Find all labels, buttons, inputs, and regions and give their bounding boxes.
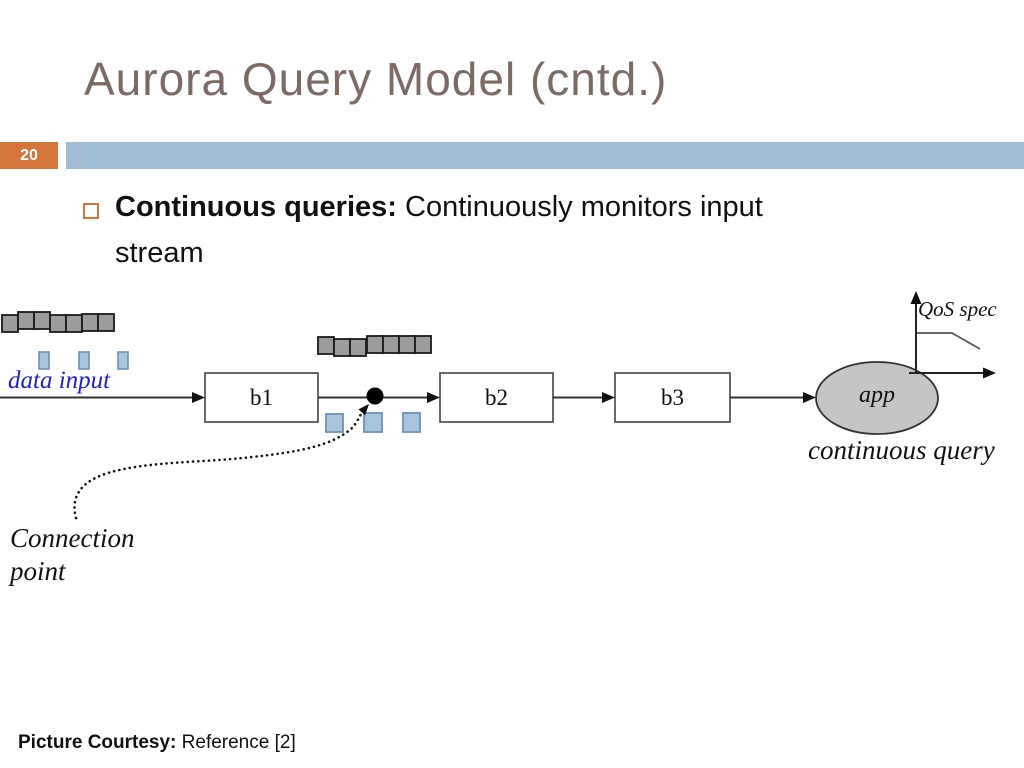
input-tuple-row [1, 311, 115, 333]
qos-curve [917, 332, 981, 350]
connection-point-label: Connection point [10, 522, 134, 588]
picture-courtesy: Picture Courtesy: Reference [2] [18, 732, 296, 754]
connection-point-dot [366, 387, 384, 405]
continuous-query-label: continuous query [808, 435, 995, 465]
input-arrowhead [192, 392, 205, 403]
b2-b3-arrowhead [602, 392, 615, 403]
connection-point-callout-curve [73, 410, 364, 520]
app-ellipse [815, 361, 939, 435]
b1-b2-arrowhead [427, 392, 440, 403]
bullet-line1-rest: Continuously monitors input [396, 191, 763, 223]
picture-courtesy-reference: Reference [2] [181, 732, 296, 753]
connection-point-callout-arrowhead [358, 404, 369, 416]
qos-spec-graph [909, 291, 996, 379]
bullet-square-icon [83, 203, 99, 219]
page-title: Aurora Query Model (cntd.) [84, 53, 668, 105]
b3-app-arrowhead [803, 392, 816, 403]
picture-courtesy-label: Picture Courtesy: [18, 732, 177, 753]
header-band [66, 142, 1024, 169]
connection-point-line2: point [10, 556, 66, 586]
box-b1 [204, 372, 319, 423]
qos-y-arrowhead [910, 291, 922, 304]
b2-label: b2 [485, 384, 508, 410]
b1-label: b1 [250, 384, 273, 410]
connection-point-line1: Connection [10, 523, 135, 553]
mid-tuple-row [317, 335, 432, 357]
bullet-text: Continuous queries: Continuously monitor… [115, 184, 945, 276]
qos-spec-label: QoS spec [918, 297, 997, 321]
qos-x-arrowhead [983, 367, 996, 379]
input-stream-markers [38, 351, 129, 370]
page-number-badge: 20 [0, 142, 58, 169]
app-label: app [859, 382, 895, 408]
bullet-lead: Continuous queries: [115, 191, 397, 223]
data-input-label: data input [8, 367, 111, 394]
box-b2 [439, 372, 554, 423]
bullet-line2: stream [115, 237, 204, 269]
b3-label: b3 [661, 384, 684, 410]
queued-tuple-markers [325, 412, 421, 433]
